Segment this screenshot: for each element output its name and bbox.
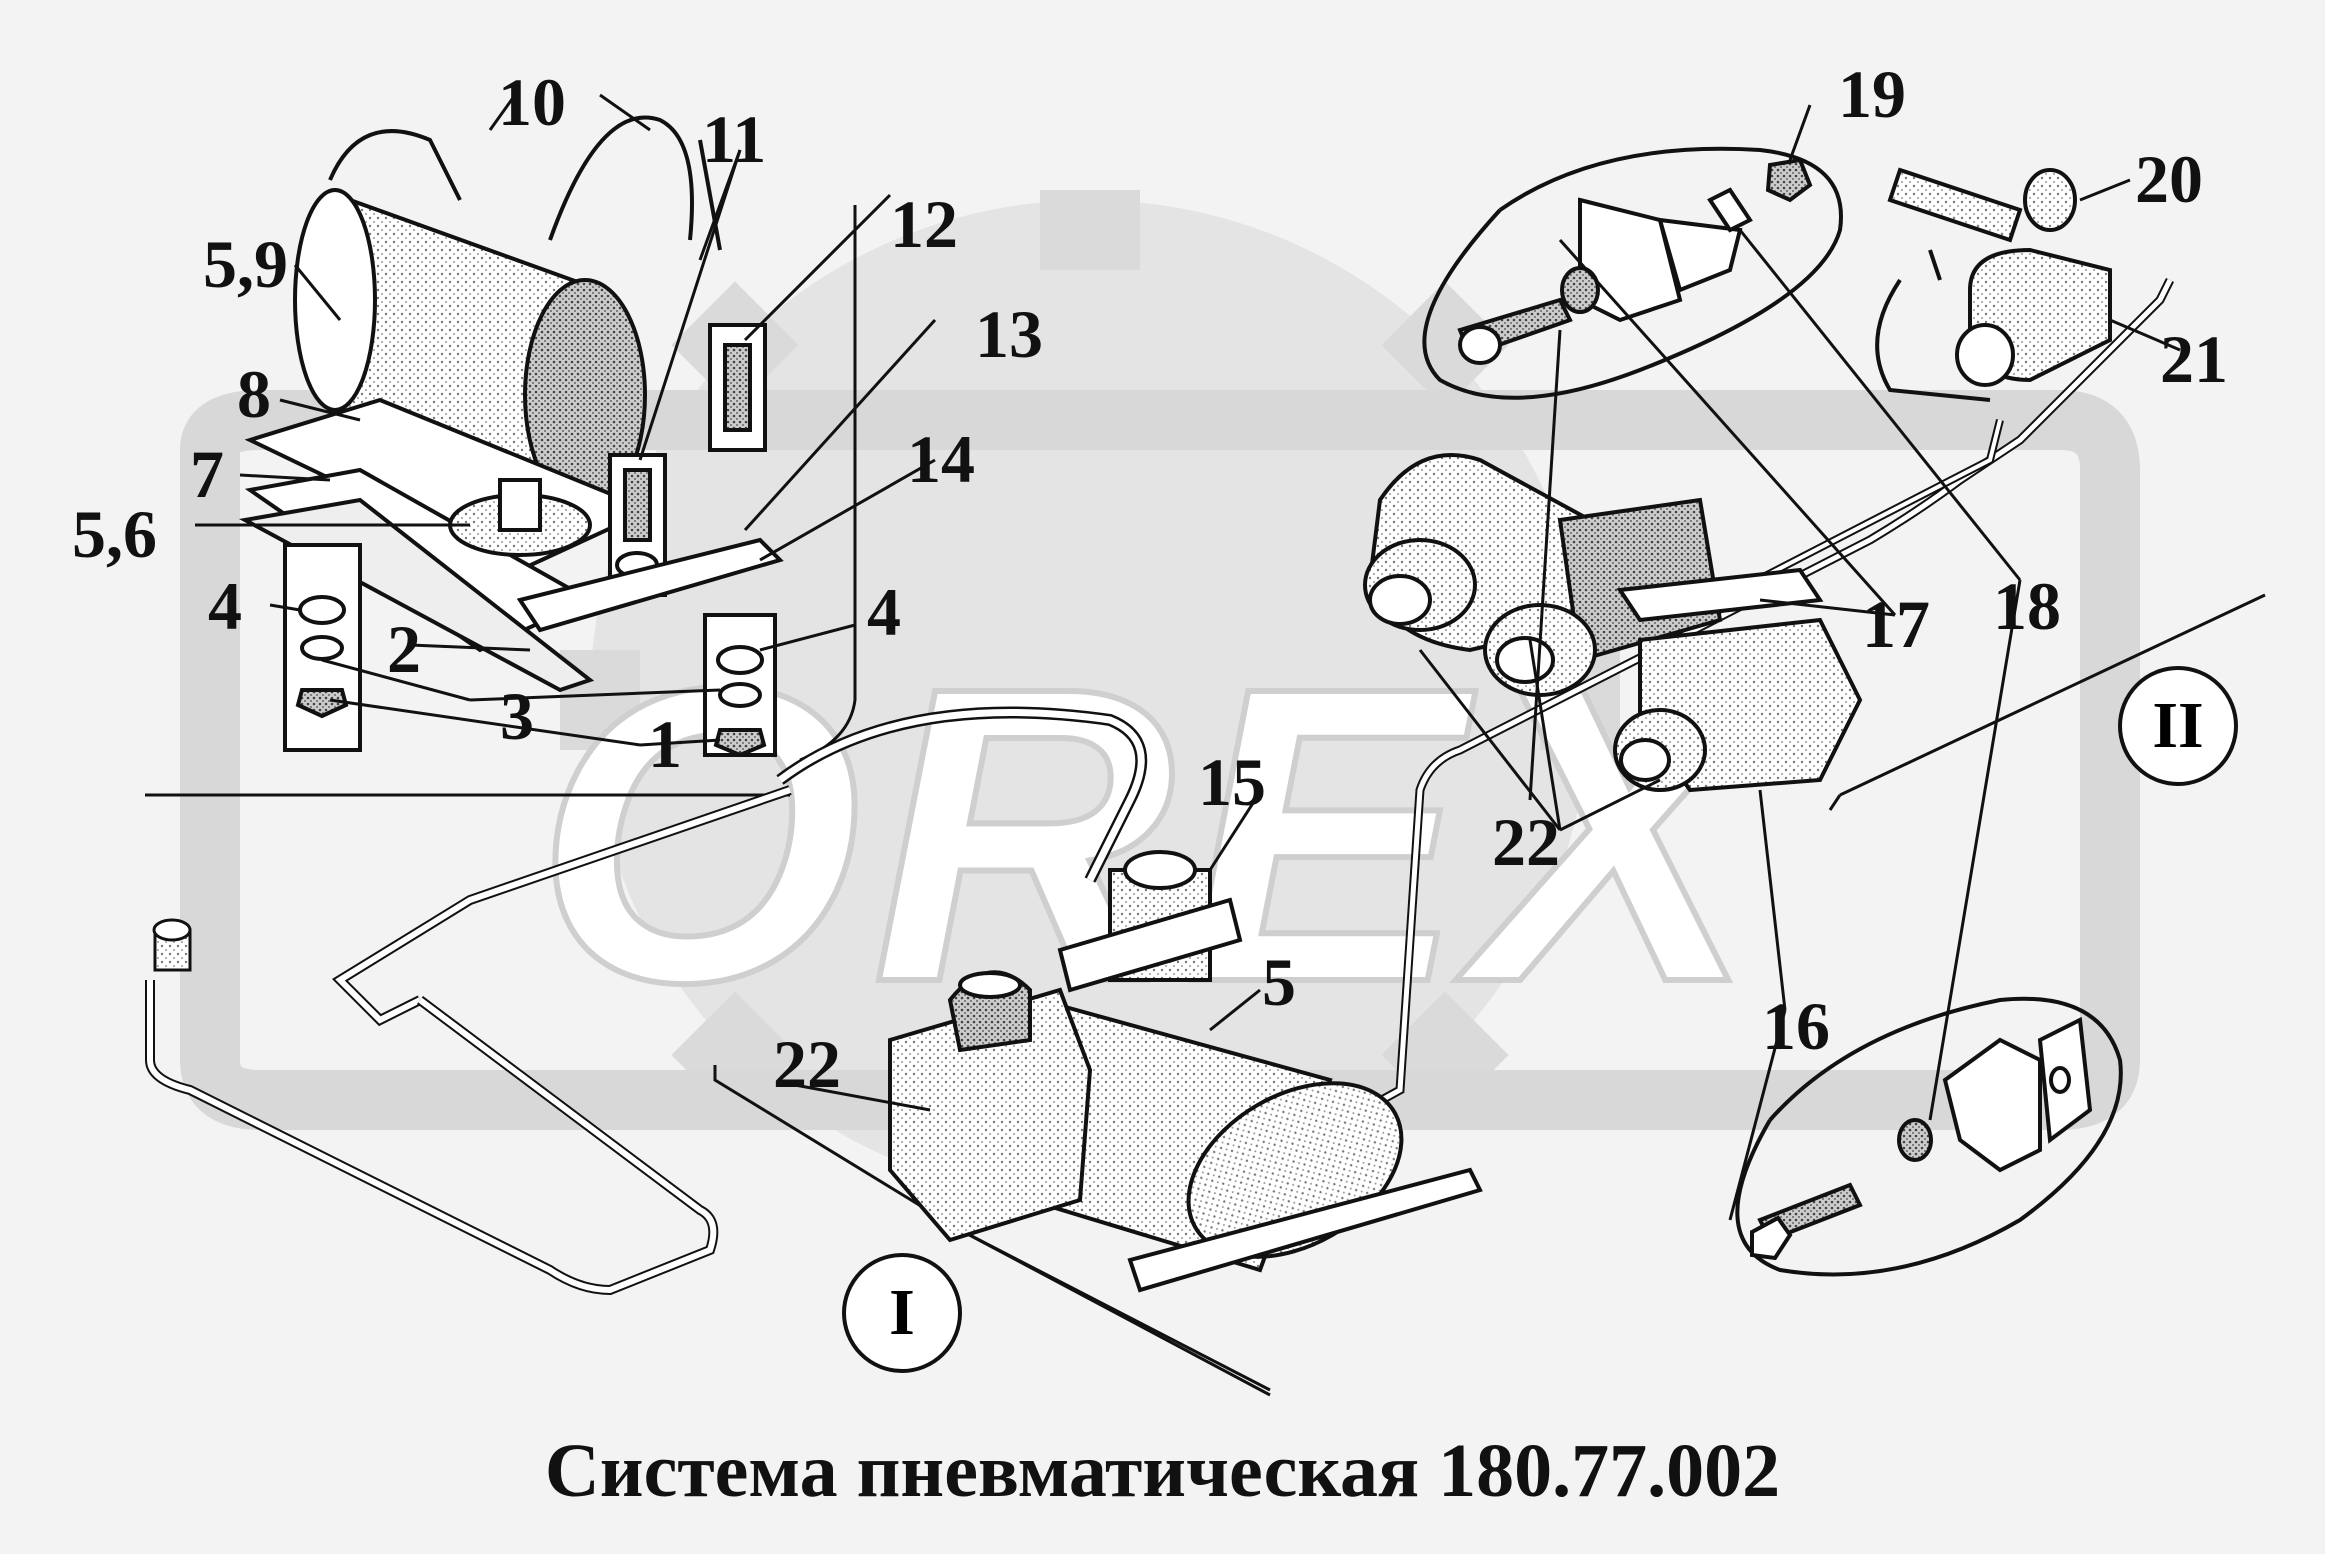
callout-19: 19 [1838,56,1906,132]
receiver-tank-center [888,850,1483,1293]
callout-5-9: 5,9 [203,226,288,302]
callout-leaders [195,93,2181,1221]
callout-5: 5 [1262,944,1296,1020]
callout-12: 12 [890,186,958,262]
callout-21: 21 [2160,321,2228,397]
callout-3: 3 [500,678,534,754]
callout-22-right: 22 [1492,804,1560,880]
view-marker-II: II [2118,666,2238,786]
callout-2: 2 [387,611,421,687]
callout-10: 10 [498,64,566,140]
callout-7: 7 [190,436,224,512]
valve-assembly-right [1875,167,2112,402]
callout-1: 1 [648,706,682,782]
callout-17: 17 [1862,586,1930,662]
callout-18: 18 [1993,568,2061,644]
callout-4-right: 4 [867,574,901,650]
callout-20: 20 [2135,141,2203,217]
brake-chambers-right [1363,453,1863,793]
callout-14: 14 [907,421,975,497]
callout-16: 16 [1762,988,1830,1064]
callout-13: 13 [975,296,1043,372]
callout-4-left: 4 [208,568,242,644]
detail-callout-top [1422,146,1843,400]
detail-callout-bottom [1735,996,2123,1277]
view-marker-I: I [842,1253,962,1373]
receiver-tank-top [238,115,784,758]
hose-fitting [152,918,192,972]
callout-11: 11 [702,101,767,177]
callout-15: 15 [1198,744,1266,820]
callout-8: 8 [237,356,271,432]
diagram-caption: Система пневматическая 180.77.002 [544,1429,1781,1513]
callout-22-left: 22 [773,1026,841,1102]
callout-5-6: 5,6 [72,496,157,572]
